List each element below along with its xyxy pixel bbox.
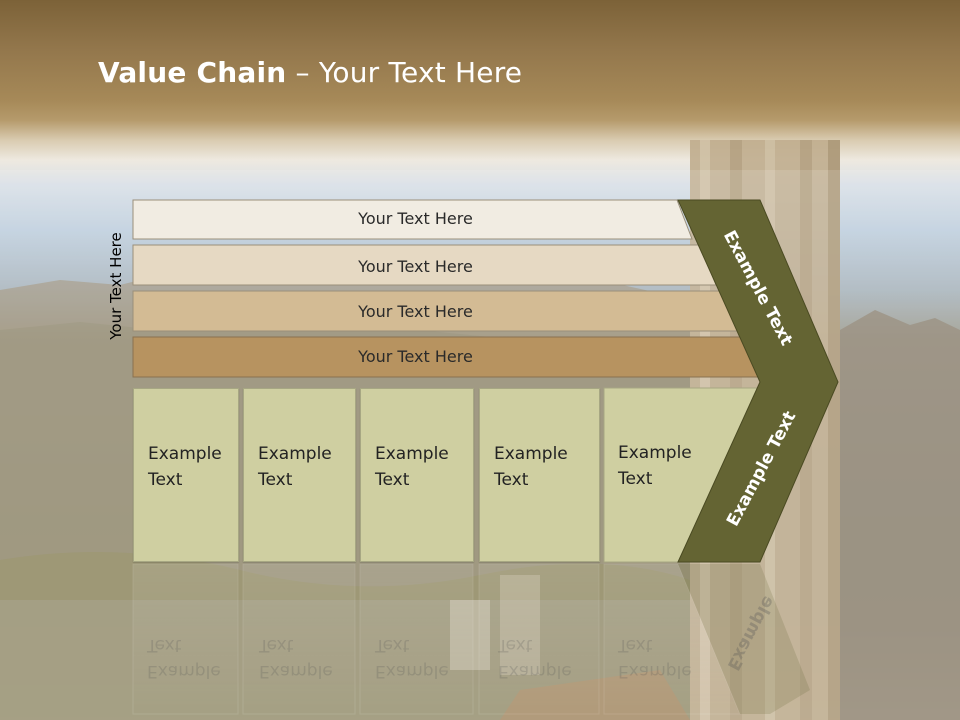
- cell-line2: Text: [148, 470, 183, 490]
- cell-line1: Example: [494, 444, 568, 464]
- cell-line2: Text: [618, 469, 653, 489]
- title-bold: Value Chain: [98, 56, 287, 89]
- row-label-1: Your Text Here: [358, 209, 473, 228]
- cell-line1: Example: [375, 444, 449, 464]
- cell-line2: Text: [375, 470, 410, 490]
- row-label-2: Your Text Here: [358, 257, 473, 276]
- cell-line1: Example: [148, 444, 222, 464]
- row-label-4: Your Text Here: [358, 347, 473, 366]
- cell-line1: Example: [258, 444, 332, 464]
- chevron-arrow: [677, 199, 839, 563]
- cell-line2: Text: [258, 470, 293, 490]
- row-label-3: Your Text Here: [358, 302, 473, 321]
- row-bar-1: [132, 199, 693, 240]
- cell-line1: Example: [618, 443, 692, 463]
- slide-title: Value Chain – Your Text Here: [98, 56, 522, 89]
- title-rest: – Your Text Here: [286, 56, 523, 89]
- cell-line2: Text: [494, 470, 529, 490]
